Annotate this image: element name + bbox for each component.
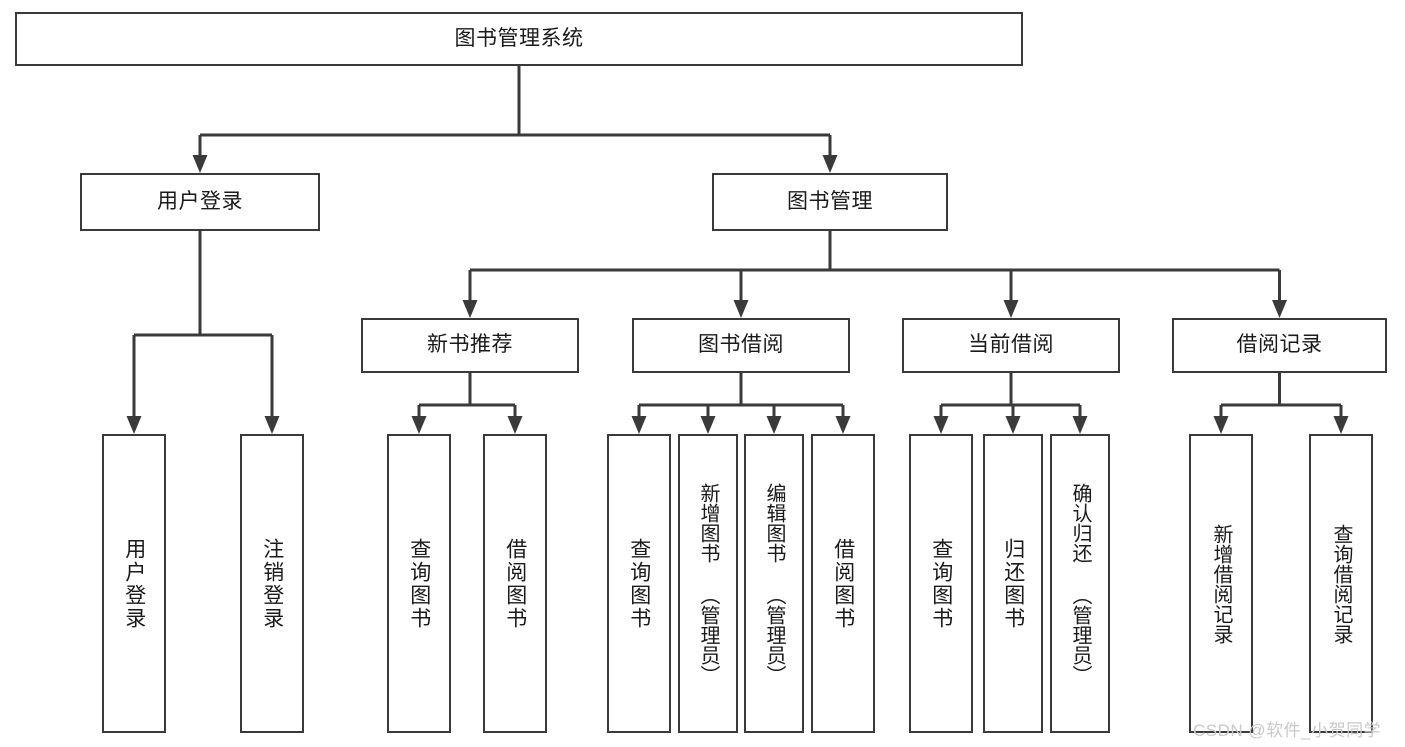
csdn-watermark: CSDN @软件_小贺同学 [1193,721,1382,740]
arrowhead [126,416,142,434]
node-label: 归还图书 [1001,537,1025,630]
node-leaf-query-record[interactable]: 查询借阅记录 [1309,434,1373,733]
node-label: 图书管理 [787,189,873,213]
node-label: 查询图书 [929,537,953,630]
node-leaf-borrow-book-1[interactable]: 借阅图书 [483,434,547,733]
arrowhead [1005,416,1021,434]
node-label: 确认归还 （管理员） [1069,482,1091,685]
arrowhead [631,416,647,434]
node-root[interactable]: 图书管理系统 [15,12,1023,66]
arrowhead [264,416,280,434]
node-label: 用户登录 [157,189,243,213]
node-leaf-query-book-3[interactable]: 查询图书 [909,434,973,733]
arrowhead [733,300,749,318]
node-book-manage[interactable]: 图书管理 [712,173,948,231]
node-book-borrow[interactable]: 图书借阅 [632,318,850,373]
node-leaf-add-book[interactable]: 新增图书 （管理员） [678,434,738,733]
node-current-borrow[interactable]: 当前借阅 [902,318,1120,373]
node-new-book-rec[interactable]: 新书推荐 [361,318,579,373]
node-label: 借阅图书 [831,537,855,630]
node-leaf-user-login[interactable]: 用户登录 [102,434,166,733]
node-leaf-confirm-return[interactable]: 确认归还 （管理员） [1050,434,1110,733]
arrowhead [192,155,208,173]
arrowhead [933,416,949,434]
node-label: 注销登录 [260,537,284,630]
arrowhead [1333,416,1349,434]
node-label: 用户登录 [122,537,146,630]
node-leaf-query-book-1[interactable]: 查询图书 [387,434,451,733]
node-label: 编辑图书 （管理员） [763,482,785,685]
node-leaf-borrow-book-2[interactable]: 借阅图书 [811,434,875,733]
arrowhead [1072,416,1088,434]
arrowhead [822,155,838,173]
node-label: 借阅记录 [1236,333,1323,357]
node-label: 新增借阅记录 [1210,523,1232,644]
node-leaf-edit-book[interactable]: 编辑图书 （管理员） [744,434,804,733]
arrowhead [1213,416,1229,434]
node-label: 新书推荐 [427,333,513,357]
node-leaf-add-record[interactable]: 新增借阅记录 [1189,434,1253,733]
node-user-login[interactable]: 用户登录 [80,173,320,231]
arrowhead [766,416,782,434]
node-borrow-record[interactable]: 借阅记录 [1172,318,1387,373]
arrowhead [507,416,523,434]
node-label: 图书管理系统 [454,26,584,50]
node-label: 查询借阅记录 [1330,523,1352,644]
arrowhead [835,416,851,434]
node-label: 查询图书 [407,537,431,630]
arrowhead [462,300,478,318]
node-label: 图书借阅 [698,333,784,357]
node-leaf-return-book[interactable]: 归还图书 [983,434,1043,733]
node-label: 借阅图书 [503,537,527,630]
arrowhead [1272,300,1287,318]
node-leaf-user-logout[interactable]: 注销登录 [240,434,304,733]
arrowhead [700,416,716,434]
arrowhead [1003,300,1019,318]
node-label: 查询图书 [627,537,651,630]
node-label: 当前借阅 [968,333,1054,357]
node-label: 新增图书 （管理员） [697,482,719,685]
arrowhead [411,416,427,434]
node-leaf-query-book-2[interactable]: 查询图书 [607,434,671,733]
